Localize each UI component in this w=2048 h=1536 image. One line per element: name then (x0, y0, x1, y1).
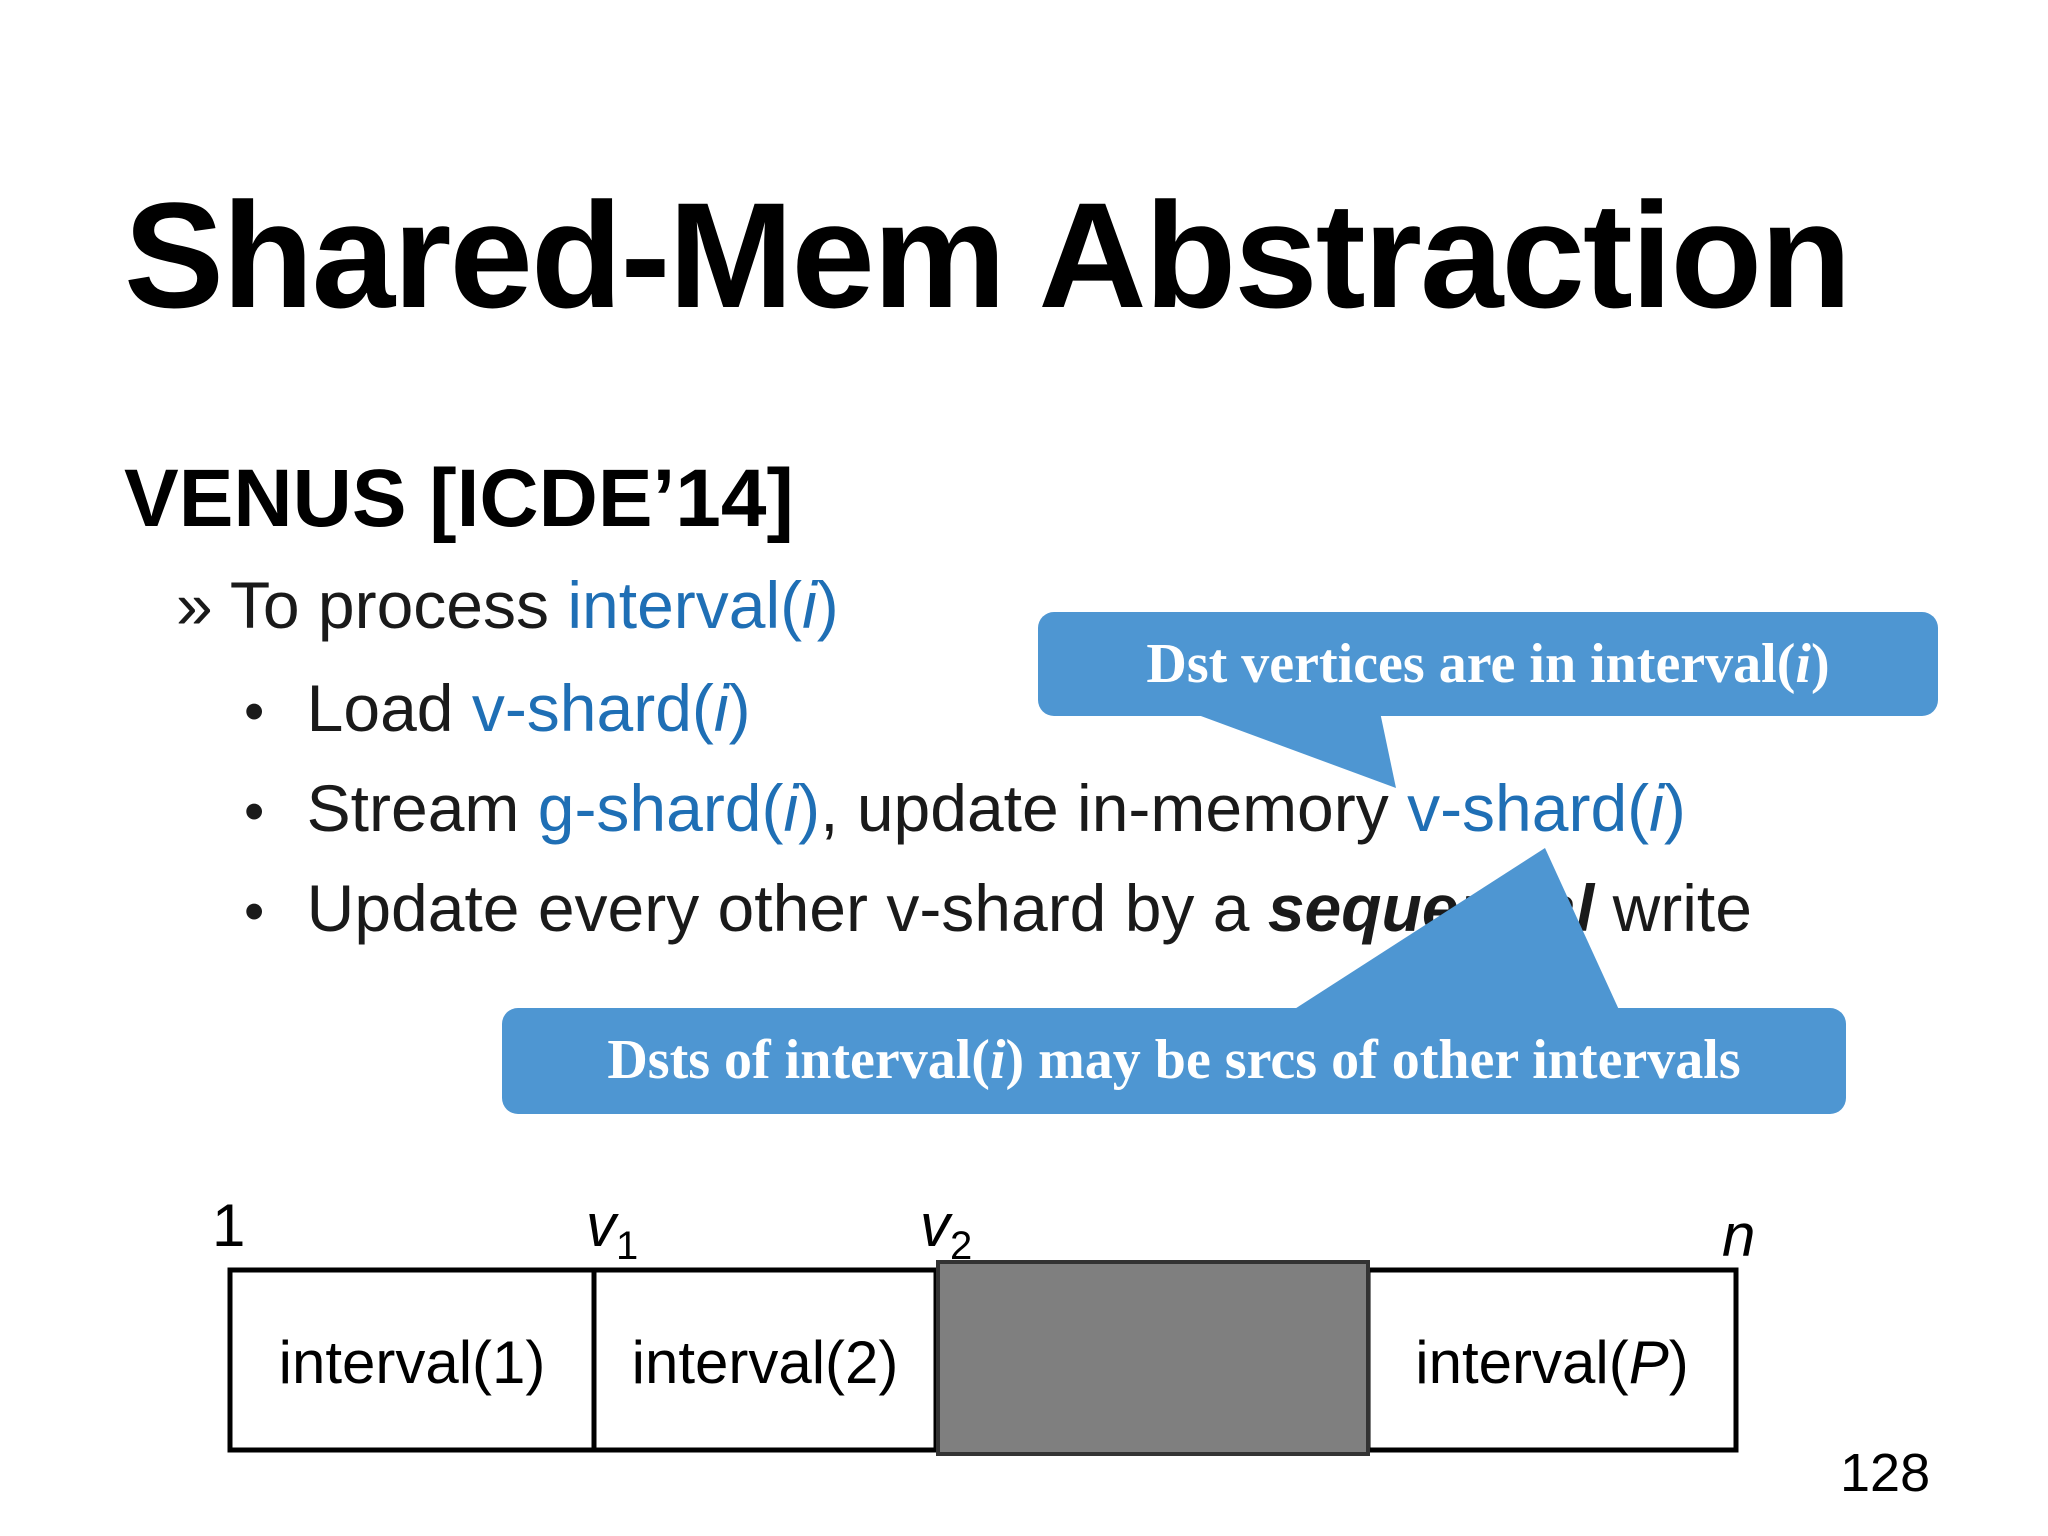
highlight-interval (936, 1260, 1370, 1456)
slide-title: Shared-Mem Abstraction (124, 171, 1852, 339)
callout-top-text: Dst vertices are in interval(i) (1146, 633, 1830, 695)
bullet-item-load: • Load v-shard(i) (244, 671, 751, 745)
label-v2: v2 (920, 1192, 973, 1268)
bullet-item-stream: • Stream g-shard(i), update in-memory v-… (244, 771, 1686, 845)
label-v1: v1 (586, 1192, 639, 1268)
page-number: 128 (1840, 1443, 1931, 1503)
g-shard-term: g-shard(i) (537, 771, 821, 845)
v-shard-term: v-shard(i) (1407, 771, 1686, 845)
bullet-dot-icon: • (244, 779, 265, 844)
interval-term: interval(i) (567, 568, 839, 642)
callout-bottom-text: Dsts of interval(i) may be srcs of other… (607, 1029, 1741, 1091)
level1-item: » To process interval(i) (176, 572, 839, 638)
bullet-dot-icon: • (244, 679, 265, 744)
interval-p-label: interval(P) (1415, 1329, 1689, 1396)
label-start: 1 (212, 1192, 246, 1259)
callout-top (1038, 612, 1938, 788)
label-end: n (1722, 1202, 1756, 1269)
section-heading: VENUS [ICDE’14] (124, 453, 794, 544)
level1-text: To process (229, 568, 568, 642)
v-shard-term: v-shard(i) (471, 671, 751, 745)
interval-1-label: interval(1) (278, 1329, 546, 1396)
interval-2-label: interval(2) (631, 1329, 899, 1396)
chevron-bullet-icon: » (176, 568, 213, 642)
callout-bottom (502, 848, 1846, 1114)
bullet-dot-icon: • (244, 879, 265, 944)
